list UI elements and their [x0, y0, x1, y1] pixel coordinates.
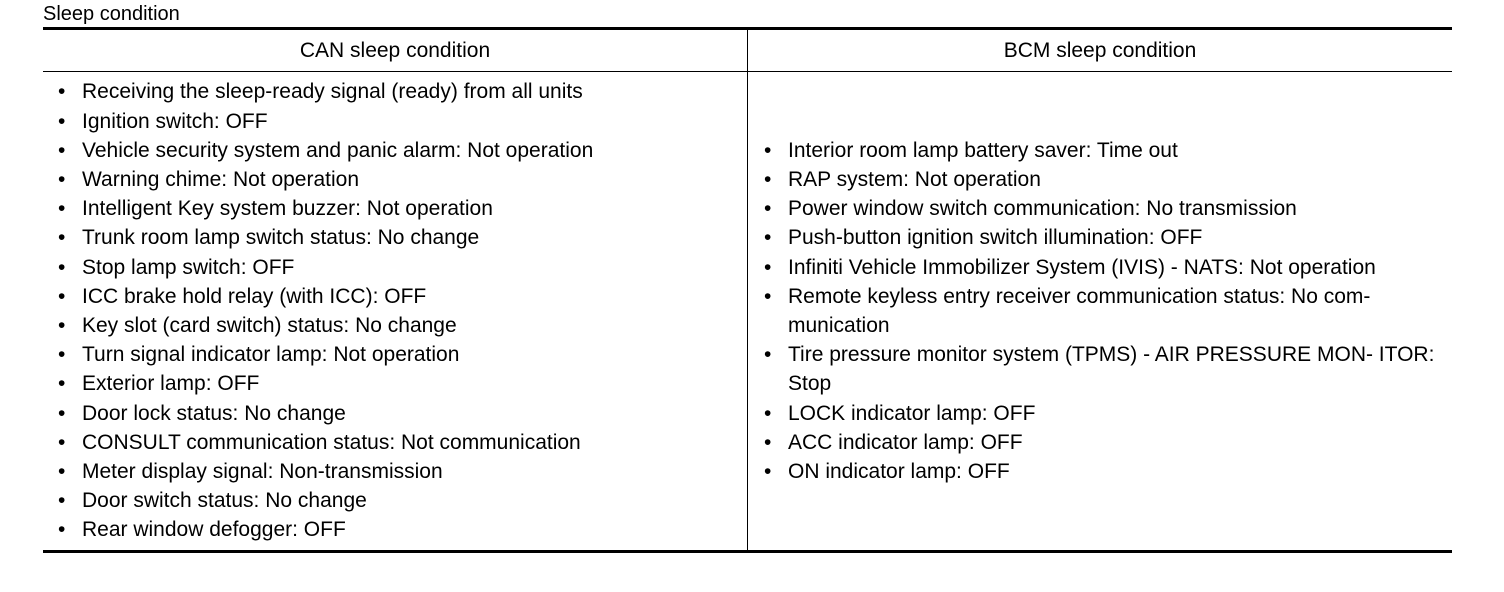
- bcm-conditions-cell: Interior room lamp battery saver: Time o…: [748, 72, 1453, 552]
- list-item: Intelligent Key system buzzer: Not opera…: [43, 194, 747, 223]
- list-item: LOCK indicator lamp: OFF: [748, 399, 1452, 428]
- list-item: Infiniti Vehicle Immobilizer System (IVI…: [748, 253, 1452, 282]
- list-item: Door switch status: No change: [43, 486, 747, 515]
- can-conditions-cell: Receiving the sleep-ready signal (ready)…: [43, 71, 748, 552]
- list-item: CONSULT communication status: Not commun…: [43, 428, 747, 457]
- list-item: Interior room lamp battery saver: Time o…: [748, 136, 1452, 165]
- list-item: Stop lamp switch: OFF: [43, 253, 747, 282]
- can-conditions-list: Receiving the sleep-ready signal (ready)…: [43, 77, 747, 544]
- list-item: RAP system: Not operation: [748, 165, 1452, 194]
- list-item: Ignition switch: OFF: [43, 107, 747, 136]
- list-item: Turn signal indicator lamp: Not operatio…: [43, 340, 747, 369]
- list-item: Key slot (card switch) status: No change: [43, 311, 747, 340]
- list-item: Meter display signal: Non-transmission: [43, 457, 747, 486]
- list-item: Trunk room lamp switch status: No change: [43, 223, 747, 252]
- header-bcm-sleep-condition: BCM sleep condition: [747, 28, 1452, 72]
- list-item: Door lock status: No change: [43, 399, 747, 428]
- table-caption: Sleep condition: [43, 3, 180, 25]
- list-item: Warning chime: Not operation: [43, 165, 747, 194]
- sleep-condition-table: CAN sleep condition BCM sleep condition …: [43, 27, 1452, 553]
- list-item: Exterior lamp: OFF: [43, 369, 747, 398]
- list-item: ACC indicator lamp: OFF: [748, 428, 1452, 457]
- list-item: Push-button ignition switch illumination…: [748, 223, 1452, 252]
- list-item: ICC brake hold relay (with ICC): OFF: [43, 282, 747, 311]
- table-row: Receiving the sleep-ready signal (ready)…: [43, 71, 1453, 552]
- header-can-sleep-condition: CAN sleep condition: [43, 28, 748, 72]
- table-header-row: CAN sleep condition BCM sleep condition: [43, 28, 1452, 72]
- list-item: ON indicator lamp: OFF: [748, 457, 1452, 486]
- list-item: Tire pressure monitor system (TPMS) - AI…: [748, 340, 1452, 398]
- list-item: Receiving the sleep-ready signal (ready)…: [43, 77, 747, 106]
- list-item: Power window switch communication: No tr…: [748, 194, 1452, 223]
- list-item: Remote keyless entry receiver communicat…: [748, 282, 1452, 340]
- list-item: Vehicle security system and panic alarm:…: [43, 136, 747, 165]
- list-item: Rear window defogger: OFF: [43, 515, 747, 544]
- bcm-conditions-list: Interior room lamp battery saver: Time o…: [748, 136, 1452, 487]
